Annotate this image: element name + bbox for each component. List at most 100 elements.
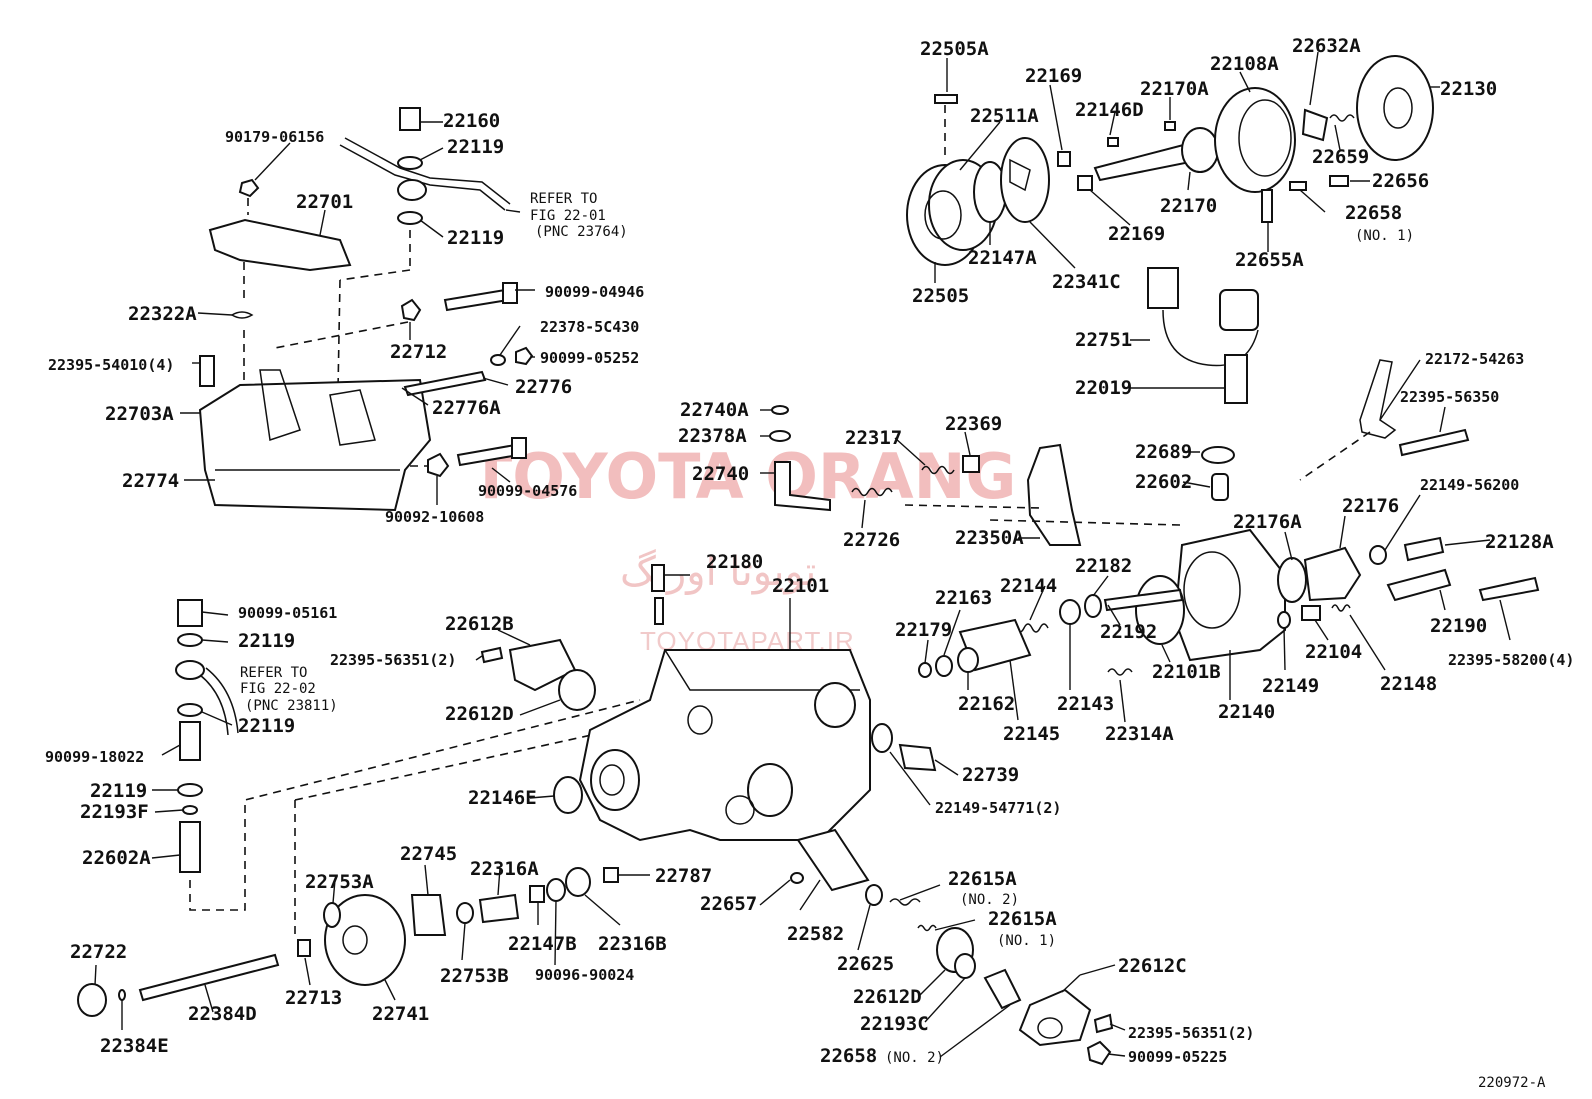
bolt-22505A — [934, 94, 958, 104]
label-22176: 22176 — [1342, 495, 1399, 517]
rotor-22741 — [324, 894, 406, 986]
oring-22193F — [182, 805, 198, 815]
label-22612B: 22612B — [445, 613, 514, 635]
sensor-wire — [1162, 309, 1259, 367]
watermark: TOYOTA ORANG تویوتا اورنگ TOYOTAPART.IR — [470, 440, 1016, 656]
label-90096-90024: 90096-90024 — [535, 966, 634, 984]
label-22395-58200: 22395-58200(4) — [1448, 651, 1574, 669]
label-22776: 22776 — [515, 376, 572, 398]
label-90099-05225: 90099-05225 — [1128, 1048, 1227, 1066]
bolt-22395-56350 — [1398, 428, 1470, 457]
screw-22395-56351-a — [480, 646, 504, 664]
screw-22369 — [962, 455, 980, 473]
piston-22316A — [478, 893, 520, 924]
inlet-fittings-group — [175, 599, 661, 940]
nut-90099-05225 — [1086, 1040, 1112, 1066]
label-22317: 22317 — [845, 427, 902, 449]
refer-a-line1: REFER TO — [530, 191, 597, 207]
cap-90099-05161 — [177, 599, 203, 627]
label-90099-04576: 90099-04576 — [478, 482, 577, 500]
label-22395-56350: 22395-56350 — [1400, 388, 1499, 406]
label-22316A: 22316A — [470, 858, 539, 880]
bolt-22160 — [399, 107, 421, 131]
label-22395-54010: 22395-54010(4) — [48, 356, 174, 374]
note-no1-b: (NO. 1) — [997, 933, 1056, 949]
label-22101B: 22101B — [1152, 661, 1221, 683]
nut-90092-10608 — [427, 452, 450, 478]
label-22505A: 22505A — [920, 38, 989, 60]
label-22146D: 22146D — [1075, 99, 1144, 121]
governor-cover-22703A — [198, 378, 432, 512]
label-22193C: 22193C — [860, 1013, 929, 1035]
screw-22395-56351-b — [1093, 1013, 1114, 1034]
label-22612D-b: 22612D — [853, 986, 922, 1008]
label-22143: 22143 — [1057, 693, 1114, 715]
label-22119-e: 22119 — [90, 780, 147, 802]
lever-22701 — [208, 218, 352, 272]
label-22659: 22659 — [1312, 146, 1369, 168]
washer-22149-56200 — [1369, 545, 1387, 565]
seal-22146E — [553, 776, 583, 814]
ring-22147B — [529, 885, 545, 903]
label-22179: 22179 — [895, 619, 952, 641]
label-22146E: 22146E — [468, 787, 537, 809]
spring-22148 — [1331, 604, 1351, 612]
nut-90179-06156 — [238, 178, 260, 198]
key-22169-b — [1077, 175, 1093, 191]
pin-22657 — [790, 872, 804, 884]
label-22378A: 22378A — [678, 425, 747, 447]
sensor-22019 — [1224, 354, 1248, 404]
spring-22317 — [921, 465, 955, 475]
gasket-22119-a — [397, 156, 423, 170]
governor-cover-group — [198, 107, 534, 512]
label-22582: 22582 — [787, 923, 844, 945]
drive-assembly-group — [906, 55, 1434, 404]
note-no2-a: (NO. 2) — [960, 892, 1019, 908]
refer-b-line2: FIG 22-02 — [240, 681, 316, 697]
pump-housing-group — [480, 564, 937, 842]
bolt-22395-58200 — [1478, 576, 1540, 602]
label-22182: 22182 — [1075, 555, 1132, 577]
label-22160: 22160 — [443, 110, 500, 132]
label-22140: 22140 — [1218, 701, 1275, 723]
inlet-pipe — [199, 674, 229, 736]
bolt-90099-04946 — [443, 288, 510, 312]
label-22658-b: 22658 — [820, 1045, 877, 1067]
label-22130: 22130 — [1440, 78, 1497, 100]
pin-22655A — [1261, 189, 1273, 223]
label-22163: 22163 — [935, 587, 992, 609]
gasket-22119-c — [177, 633, 203, 647]
banjo-22119 — [175, 660, 205, 680]
label-22751: 22751 — [1075, 329, 1132, 351]
label-22395-56351-b: 22395-56351(2) — [1128, 1024, 1254, 1042]
label-90099-04946: 90099-04946 — [545, 283, 644, 301]
pump-housing-22101 — [578, 649, 871, 842]
gasket-22119-b — [397, 211, 423, 225]
cage-22108A — [1214, 87, 1296, 193]
plunger-22192 — [1103, 588, 1184, 612]
label-22657: 22657 — [700, 893, 757, 915]
plate-22713 — [297, 939, 311, 957]
screw-22787 — [603, 867, 619, 883]
washer-22753B — [456, 902, 474, 924]
nut-22712 — [400, 298, 422, 322]
label-22190: 22190 — [1430, 615, 1487, 637]
valve-22602 — [1211, 473, 1229, 501]
connector-22751 — [1147, 267, 1179, 309]
disc-22130 — [1356, 55, 1434, 161]
spring-22726 — [851, 487, 893, 497]
note-no2-b: (NO. 2) — [885, 1050, 944, 1066]
label-22395-56351-a: 22395-56351(2) — [330, 651, 456, 669]
valve-22739 — [898, 743, 937, 772]
key-22146D — [1107, 137, 1119, 147]
label-90099-18022: 90099-18022 — [45, 748, 144, 766]
label-22739: 22739 — [962, 764, 1019, 786]
label-22162: 22162 — [958, 693, 1015, 715]
label-22369: 22369 — [945, 413, 1002, 435]
seat-22143 — [1059, 599, 1081, 625]
key-22169-a — [1057, 151, 1071, 167]
label-22378-5C430: 22378-5C430 — [540, 318, 639, 336]
label-22176A: 22176A — [1233, 511, 1302, 533]
label-22169-b: 22169 — [1108, 223, 1165, 245]
